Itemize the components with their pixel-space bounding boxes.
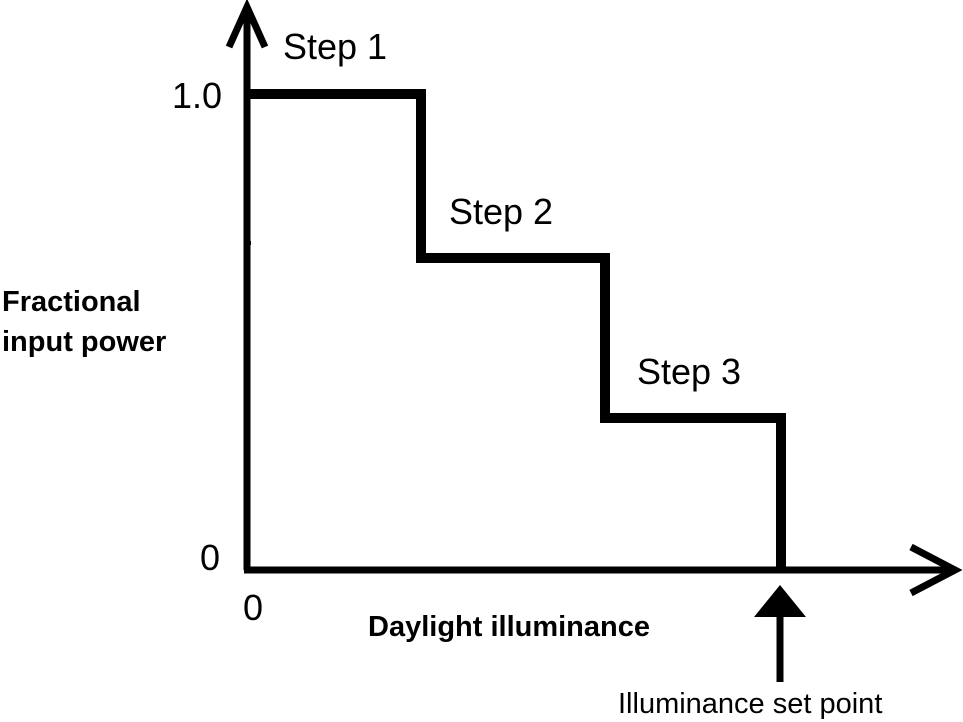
y-axis-tick-label-top: 1.0 xyxy=(172,75,223,116)
step-curve-group xyxy=(247,89,786,570)
illuminance-set-point-annotation: Illuminance set point xyxy=(618,688,883,720)
setpoint-callout-group xyxy=(754,585,806,682)
step-1-label: Step 1 xyxy=(283,26,388,67)
x-axis-arrowhead-icon xyxy=(909,543,963,597)
step-dimming-curve xyxy=(247,89,786,570)
axes-group xyxy=(225,0,963,597)
y-axis-tick-label-zero: 0 xyxy=(200,537,221,578)
setpoint-arrow-head-icon xyxy=(754,585,806,617)
x-axis-tick-label-zero: 0 xyxy=(243,587,264,628)
x-axis-title: Daylight illuminance xyxy=(368,611,650,643)
y-axis-title: Fractional input power xyxy=(2,286,167,359)
y-axis-arrowhead-icon xyxy=(225,0,269,49)
step-2-label: Step 2 xyxy=(449,191,554,232)
step-3-label: Step 3 xyxy=(637,351,742,392)
